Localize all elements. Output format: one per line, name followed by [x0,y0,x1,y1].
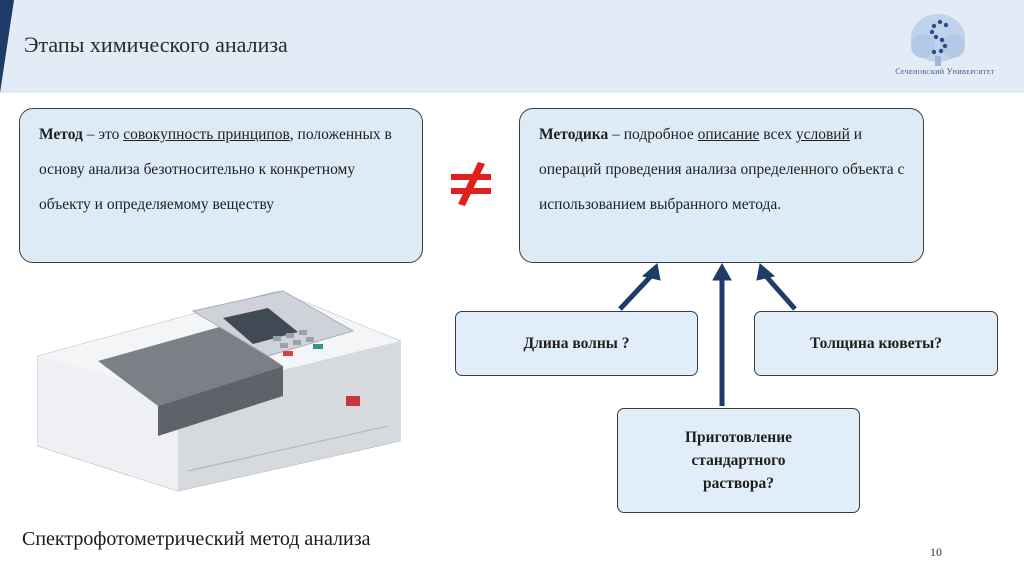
thickness-question: Толщина кюветы? [810,335,942,352]
method-term: Метод [39,126,83,143]
method-dash: – это [82,126,124,143]
header-accent-stripe [0,0,14,93]
methodic-part1: – подробное [608,126,698,143]
preparation-question-box: Приготовление стандартного раствора? [617,408,860,513]
page-number: 10 [930,545,942,559]
header-band [0,0,1024,93]
methodic-part3: и операций проведения анализа определенн… [539,126,905,213]
method-underlined: совокупность принципов [123,126,290,143]
methodic-underlined-conditions: условий [795,126,850,143]
thickness-question-box: Толщина кюветы? [754,311,998,376]
logo-caption: Сеченовский Университет [895,67,995,76]
spectrophotometer-image [37,290,401,492]
methodic-definition-box: Методика – подробное описание всех услов… [519,108,924,263]
slide-title: Этапы химического анализа [24,32,288,57]
image-caption: Спектрофотометрический метод анализа [22,528,371,550]
university-logo [911,14,965,66]
methodic-underlined-description: описание [697,126,760,143]
methodic-term: Методика [539,126,609,143]
arrow-wavelength [618,273,654,311]
wavelength-question-box: Длина волны ? [455,311,698,376]
not-equal-icon [451,162,491,206]
method-rest: , положенных в основу анализа безотносит… [39,126,392,213]
method-definition-box: Метод – это совокупность принципов, поло… [19,108,423,263]
arrow-thickness [763,273,797,311]
preparation-question: Приготовление стандартного раствора? [684,429,793,492]
methodic-part2: всех [759,126,796,143]
wavelength-question: Длина волны ? [523,335,630,352]
